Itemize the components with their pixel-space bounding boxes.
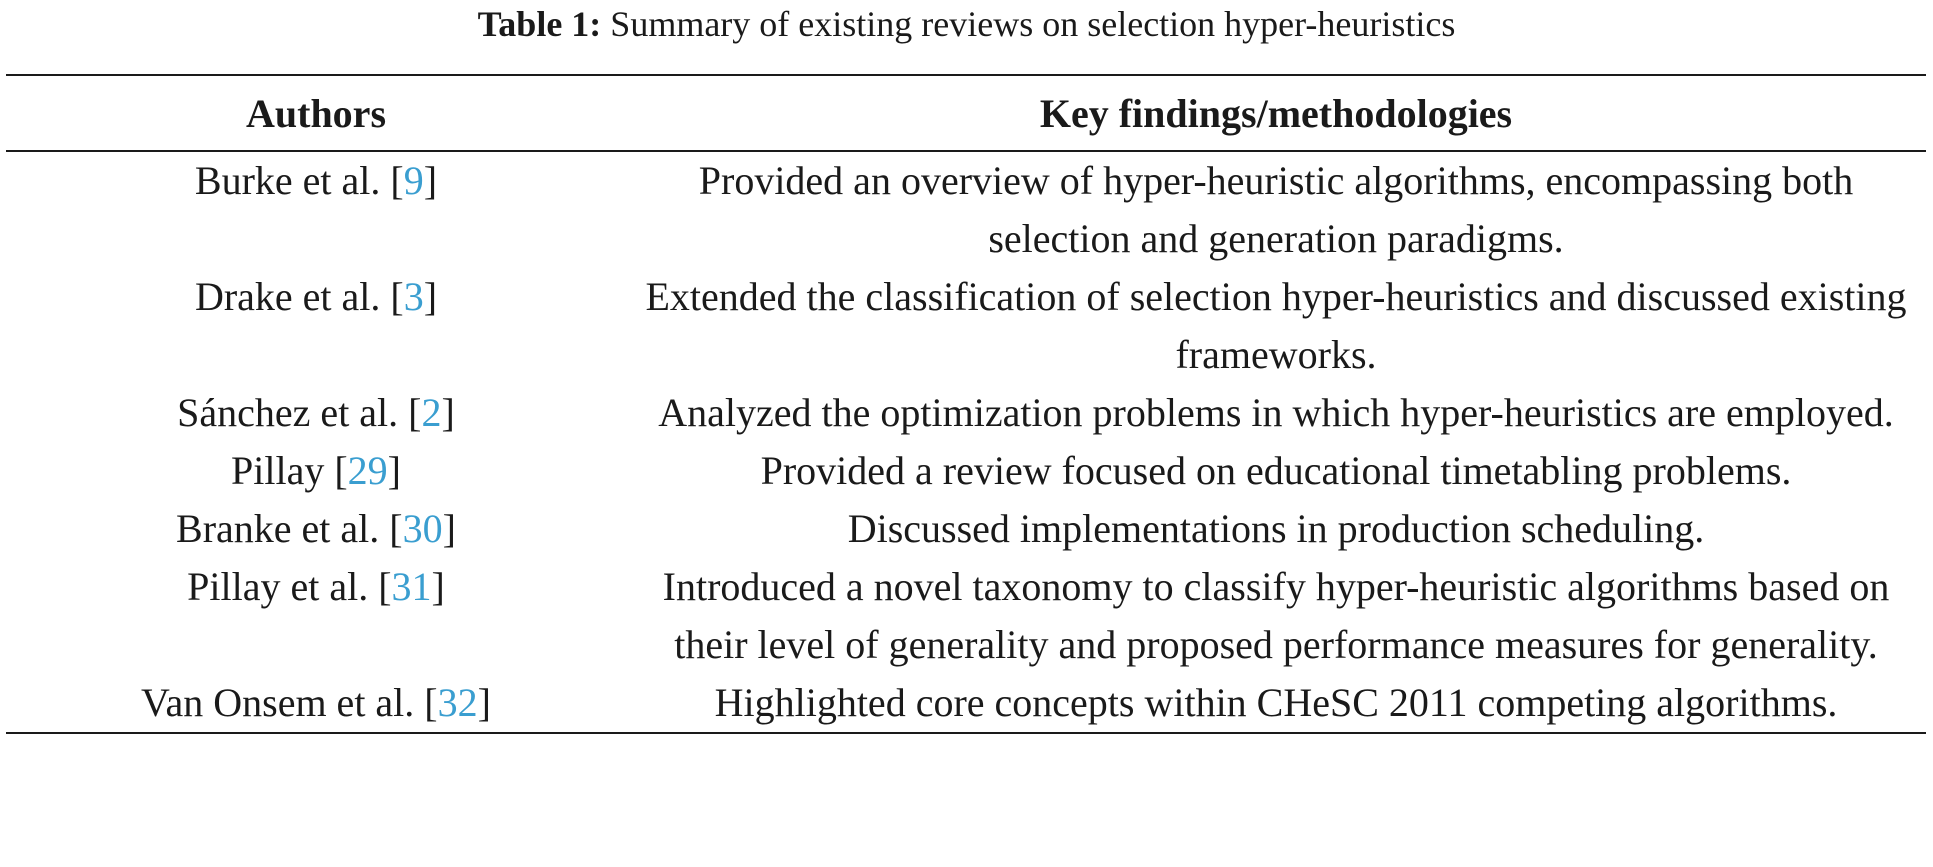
finding-cell: Discussed implementations in production …: [847, 506, 1705, 551]
table-row: Branke et al. [30] Discussed implementat…: [6, 500, 1926, 558]
author-name: Pillay: [231, 448, 325, 493]
author-cell: Pillay et al. [31]: [187, 564, 445, 609]
author-name: Pillay et al.: [187, 564, 369, 609]
table-row: Van Onsem et al. [32] Highlighted core c…: [6, 674, 1926, 733]
finding-cell: Extended the classification of selection…: [645, 274, 1907, 377]
table-row: Burke et al. [9] Provided an overview of…: [6, 151, 1926, 268]
table-header: Authors Key findings/methodologies: [6, 75, 1926, 151]
author-cell: Branke et al. [30]: [176, 506, 456, 551]
author-name: Drake et al.: [194, 274, 381, 319]
finding-cell: Provided an overview of hyper-heuristic …: [698, 158, 1854, 261]
reference-link[interactable]: 32: [437, 680, 478, 725]
finding-cell: Analyzed the optimization problems in wh…: [658, 390, 1894, 435]
table-row: Sánchez et al. [2] Analyzed the optimiza…: [6, 384, 1926, 442]
header-authors: Authors: [245, 90, 387, 136]
reference-link[interactable]: 2: [421, 390, 442, 435]
author-cell: Burke et al. [9]: [194, 158, 438, 203]
finding-cell: Provided a review focused on educational…: [760, 448, 1792, 493]
header-key-findings: Key findings/methodologies: [1039, 90, 1513, 136]
author-name: Branke et al.: [176, 506, 380, 551]
table-row: Drake et al. [3] Extended the classifica…: [6, 268, 1926, 384]
caption-label: Table 1:: [477, 4, 602, 44]
table-body: Burke et al. [9] Provided an overview of…: [6, 151, 1926, 733]
author-cell: Sánchez et al. [2]: [177, 390, 455, 435]
reference-link[interactable]: 30: [402, 506, 443, 551]
author-name: Van Onsem et al.: [141, 680, 415, 725]
author-cell: Pillay [29]: [231, 448, 401, 493]
table-caption: Table 1: Summary of existing reviews on …: [0, 4, 1933, 44]
author-name: Sánchez et al.: [177, 390, 399, 435]
reference-link[interactable]: 9: [403, 158, 424, 203]
reference-link[interactable]: 3: [403, 274, 424, 319]
author-cell: Drake et al. [3]: [194, 274, 438, 319]
reference-link[interactable]: 29: [347, 448, 388, 493]
summary-table: Authors Key findings/methodologies Burke…: [6, 74, 1926, 734]
finding-cell: Introduced a novel taxonomy to classify …: [662, 564, 1890, 667]
reference-link[interactable]: 31: [391, 564, 432, 609]
author-cell: Van Onsem et al. [32]: [141, 680, 491, 725]
finding-cell: Highlighted core concepts within CHeSC 2…: [714, 680, 1838, 725]
table-row: Pillay [29] Provided a review focused on…: [6, 442, 1926, 500]
author-name: Burke et al.: [194, 158, 381, 203]
table-row: Pillay et al. [31] Introduced a novel ta…: [6, 558, 1926, 674]
header-row: Authors Key findings/methodologies: [6, 75, 1926, 151]
caption-text: Summary of existing reviews on selection…: [601, 4, 1456, 44]
